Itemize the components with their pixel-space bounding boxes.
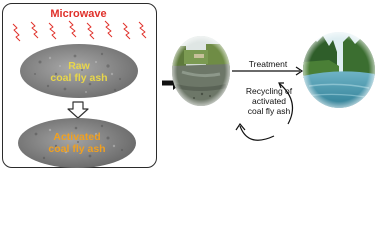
recycling-label-line3: coal fly ash: [247, 106, 291, 116]
polluted-water-photo: [172, 36, 230, 106]
recycling-label-line1: Recycling of: [245, 86, 293, 96]
activated-coal-fly-ash-image: Activated coal fly ash: [18, 118, 136, 168]
microwave-waves-icon: [12, 20, 147, 42]
recycling-label-line2: activated: [251, 96, 287, 106]
cycle-arrows-icon: [232, 66, 304, 141]
microwave-panel: Microwave: [2, 3, 157, 168]
microwave-title: Microwave: [50, 8, 107, 20]
down-arrow-icon: [67, 101, 89, 119]
activated-label-line2: coal fly ash: [48, 143, 106, 155]
clean-river-photo: [303, 32, 375, 108]
treatment-label: Treatment: [248, 59, 288, 69]
activated-label-line1: Activated: [53, 131, 101, 143]
raw-coal-fly-ash-image: Raw coal fly ash: [20, 44, 138, 98]
raw-label-line1: Raw: [68, 60, 90, 72]
raw-label-line2: coal fly ash: [50, 72, 108, 84]
